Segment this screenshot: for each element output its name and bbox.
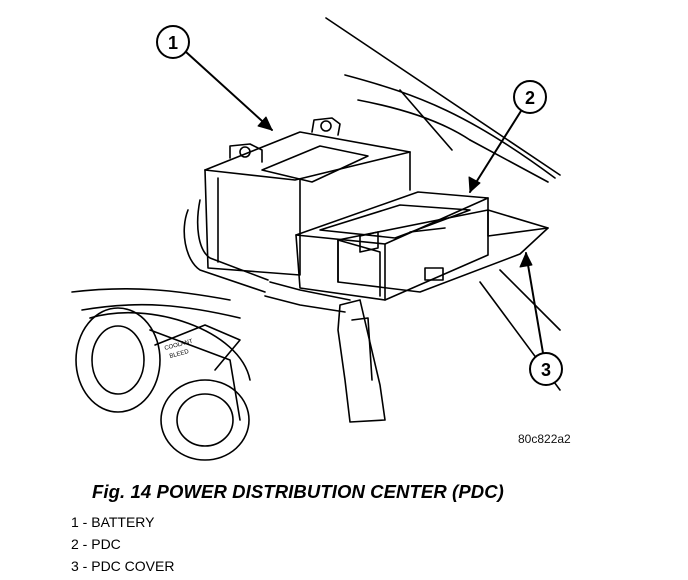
hood-outline — [325, 17, 561, 391]
callout-1-number: 1 — [168, 33, 178, 53]
callout-1-arrowhead — [257, 116, 273, 131]
engine-pulleys — [75, 307, 251, 461]
callout-2-number: 2 — [525, 88, 535, 108]
callout-3: 3 — [519, 252, 563, 386]
legend-list: 1 - BATTERY 2 - PDC 3 - PDC COVER — [71, 511, 174, 577]
legend-item-pdc: 2 - PDC — [71, 536, 121, 552]
coolant-bleed-label-line2: BLEED — [169, 349, 190, 360]
callout-2-leader — [469, 110, 522, 193]
pdc-body — [295, 191, 489, 301]
callout-1-circle — [156, 25, 190, 59]
legend-item-pdc-cover: 3 - PDC COVER — [71, 558, 175, 574]
battery — [204, 117, 411, 276]
callout-1: 1 — [156, 25, 273, 131]
callout-2: 2 — [468, 80, 547, 193]
hoses — [71, 199, 386, 423]
figure-caption: Fig. 14 POWER DISTRIBUTION CENTER (PDC) — [92, 481, 504, 502]
callout-1-leader — [185, 51, 273, 131]
legend-item-battery: 1 - BATTERY — [71, 514, 155, 530]
pdc-line-drawing: COOLANT BLEED 1 2 3 — [71, 17, 563, 461]
callout-2-circle — [513, 80, 547, 114]
callout-3-number: 3 — [541, 360, 551, 380]
pdc-cover — [337, 209, 549, 297]
callout-3-leader — [525, 252, 544, 354]
callout-2-arrowhead — [468, 176, 481, 193]
callout-3-circle — [529, 352, 563, 386]
figure-reference-code: 80c822a2 — [518, 432, 571, 446]
callout-3-arrowhead — [519, 252, 533, 268]
